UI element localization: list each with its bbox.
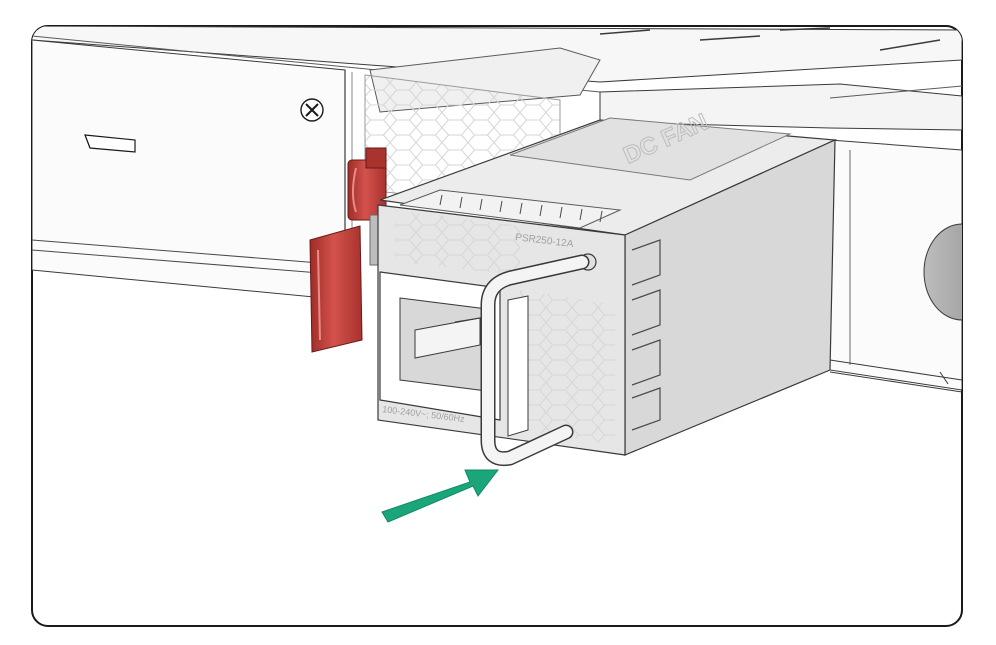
- fan-hub-icon: [923, 223, 962, 321]
- insert-direction-arrow-icon: [381, 469, 500, 523]
- chassis: [32, 26, 962, 393]
- release-latch-icon: [309, 147, 401, 353]
- phillips-screw-icon: [300, 98, 324, 122]
- pull-handle-icon: [480, 254, 590, 467]
- power-supply-module: DC FAN PSR250-12A 100-240V~; 50/60Hz: [377, 108, 838, 467]
